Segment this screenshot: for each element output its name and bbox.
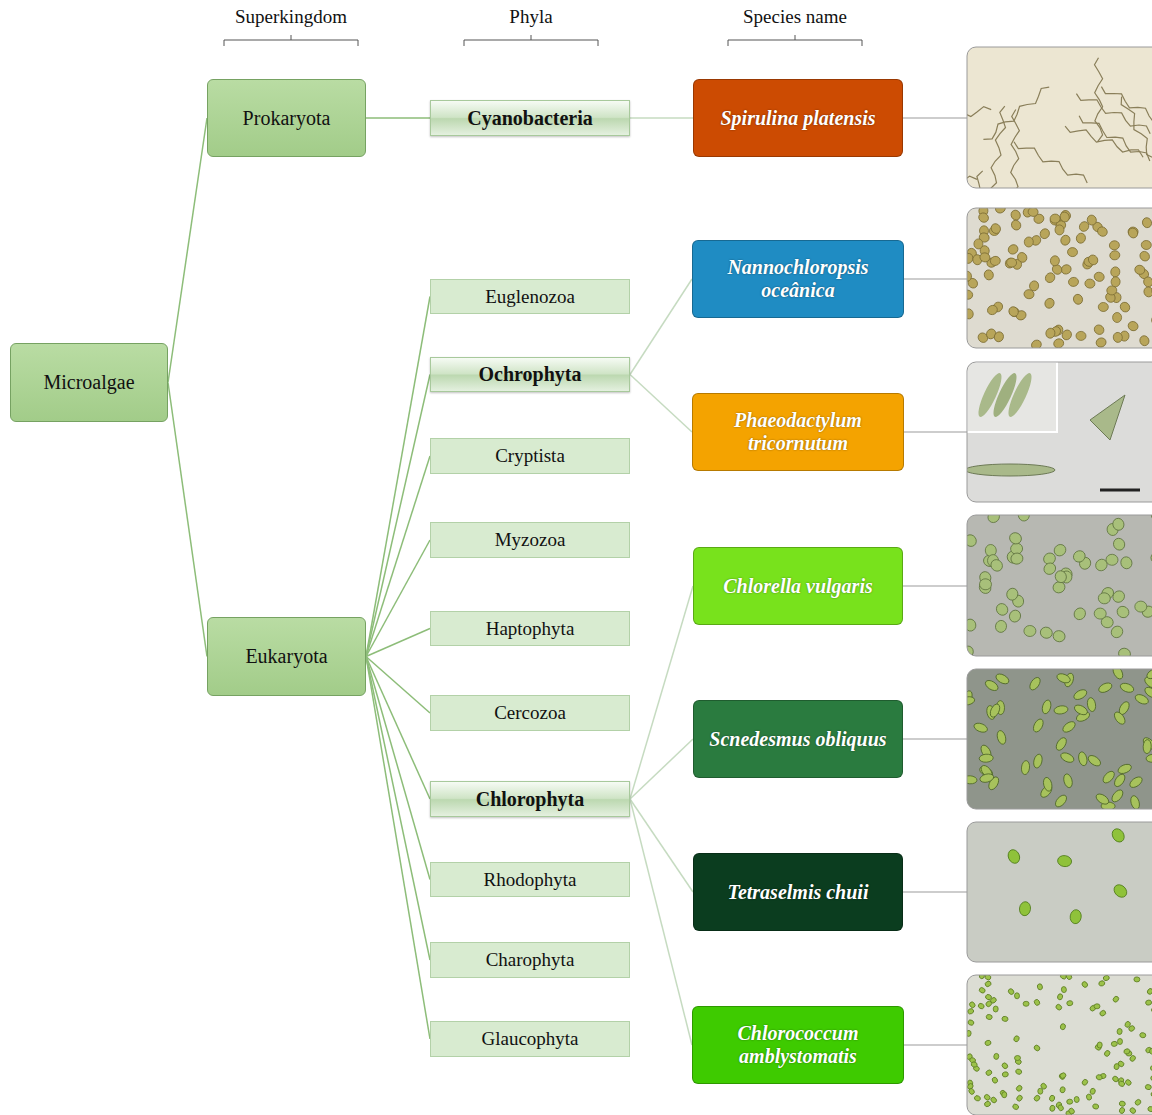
connector-line — [366, 375, 430, 657]
connector-line — [630, 799, 693, 892]
node-label: Ochrophyta — [479, 363, 582, 386]
connector-line — [366, 117, 430, 119]
species-box: Tetraselmis chuii — [693, 853, 903, 931]
node-label: Cyanobacteria — [467, 107, 593, 130]
connector-line — [366, 629, 430, 657]
column-header: Species name — [695, 6, 895, 28]
species-box: Spirulina platensis — [693, 79, 903, 157]
superkingdom-box: Eukaryota — [207, 617, 366, 696]
phylum-box: Cercozoa — [430, 695, 630, 731]
node-label: Myzozoa — [495, 529, 566, 551]
connector-line — [168, 383, 207, 657]
column-header: Superkingdom — [191, 6, 391, 28]
connector-line — [366, 657, 430, 961]
node-label: Euglenozoa — [485, 286, 575, 308]
column-header: Phyla — [431, 6, 631, 28]
connector-line — [168, 118, 207, 383]
node-label: Chlorella vulgaris — [723, 575, 872, 598]
node-label: Charophyta — [486, 949, 575, 971]
node-label: Nannochloropsis oceânica — [699, 256, 897, 302]
node-label: Scnedesmus obliquus — [709, 728, 886, 751]
connector-line — [630, 586, 693, 799]
species-box: Phaeodactylum tricornutum — [692, 393, 904, 471]
connector-line — [630, 117, 693, 119]
node-label: Microalgae — [43, 371, 134, 394]
node-label: Phaeodactylum tricornutum — [699, 409, 897, 455]
node-label: Eukaryota — [245, 645, 327, 668]
node-label: Tetraselmis chuii — [728, 881, 869, 904]
connector-line — [366, 657, 430, 1040]
node-label: Spirulina platensis — [720, 107, 875, 130]
connector-line — [366, 297, 430, 657]
node-label: Chlorophyta — [476, 788, 585, 811]
phylum-box: Ochrophyta — [430, 357, 630, 392]
superkingdom-box: Prokaryota — [207, 79, 366, 157]
phylum-box: Charophyta — [430, 942, 630, 978]
species-box: Nannochloropsis oceânica — [692, 240, 904, 318]
node-label: Chlorococcum amblystomatis — [699, 1022, 897, 1068]
connector-line — [630, 375, 692, 433]
phylum-box: Cryptista — [430, 438, 630, 474]
connector-line — [630, 279, 692, 375]
connector-line — [366, 657, 430, 800]
phylum-box: Myzozoa — [430, 522, 630, 558]
species-box: Scnedesmus obliquus — [693, 700, 903, 778]
phylum-box: Glaucophyta — [430, 1021, 630, 1057]
phylum-box: Haptophyta — [430, 611, 630, 646]
micrograph-photos — [893, 47, 1152, 1115]
node-label: Glaucophyta — [481, 1028, 578, 1050]
phylum-box: Cyanobacteria — [430, 100, 630, 136]
column-brackets — [224, 35, 862, 46]
phylum-box: Euglenozoa — [430, 279, 630, 314]
node-label: Cercozoa — [494, 702, 566, 724]
connector-line — [366, 540, 430, 657]
root-box: Microalgae — [10, 343, 168, 422]
phylum-box: Rhodophyta — [430, 862, 630, 897]
species-box: Chlorococcum amblystomatis — [692, 1006, 904, 1084]
connector-line — [630, 739, 693, 799]
node-label: Haptophyta — [486, 618, 575, 640]
species-box: Chlorella vulgaris — [693, 547, 903, 625]
photo-leader-lines — [903, 118, 967, 1045]
connector-line — [630, 799, 692, 1045]
connector-line — [366, 456, 430, 657]
node-label: Cryptista — [495, 445, 565, 467]
phylum-box: Chlorophyta — [430, 781, 630, 817]
node-label: Rhodophyta — [484, 869, 577, 891]
node-label: Prokaryota — [243, 107, 331, 130]
